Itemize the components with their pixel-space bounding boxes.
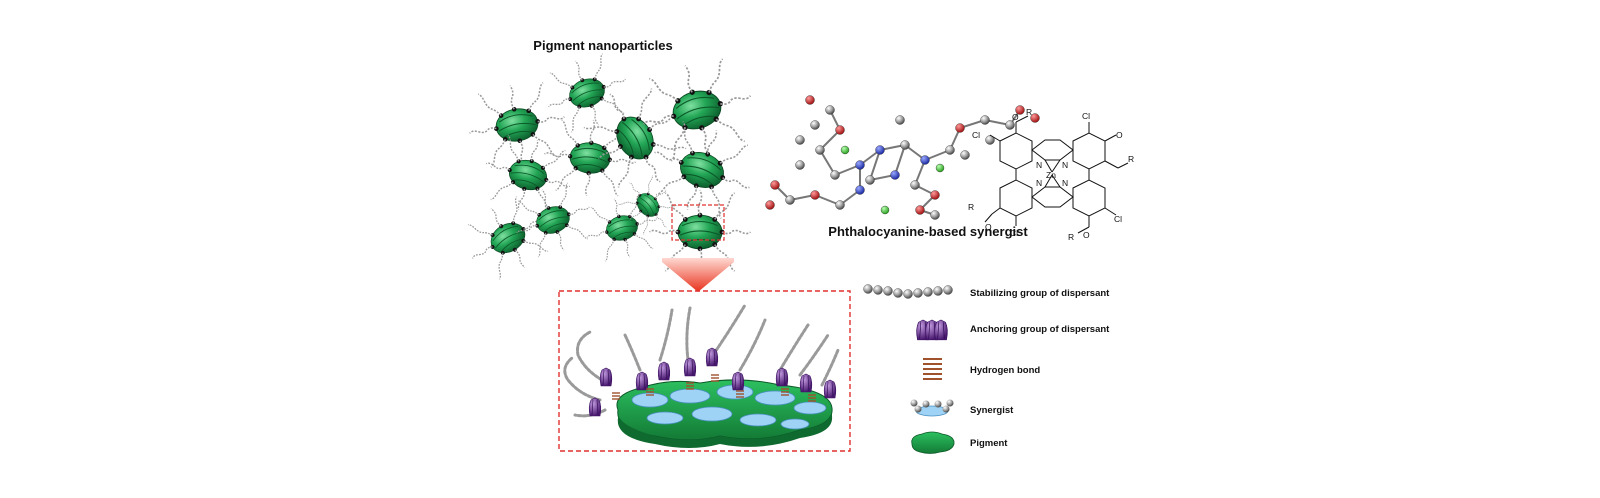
svg-text:Cl: Cl xyxy=(972,130,980,140)
legend: Stabilizing group of dispersant Anchorin… xyxy=(863,284,1110,454)
synergist-molecules xyxy=(631,384,827,430)
nanoparticle-cluster xyxy=(455,46,765,289)
svg-text:R: R xyxy=(1026,107,1032,117)
structure-atom-labels: Cl O R Cl O R R O Cl Cl O R N N N N Zn xyxy=(968,107,1134,242)
svg-text:R: R xyxy=(1128,154,1134,164)
svg-text:Cl: Cl xyxy=(1082,111,1090,121)
legend-item-anchoring: Anchoring group of dispersant xyxy=(916,319,1110,341)
svg-text:R: R xyxy=(1068,232,1074,242)
phthalocyanine-structure xyxy=(984,115,1129,234)
svg-text:O: O xyxy=(1116,130,1123,140)
nanoparticles-title: Pigment nanoparticles xyxy=(533,38,672,53)
anchoring-group-swatch xyxy=(916,319,948,341)
pigment-swatch xyxy=(911,431,955,454)
legend-item-synergist: Synergist xyxy=(910,399,1014,417)
synergist-title: Phthalocyanine-based synergist xyxy=(828,224,1028,239)
legend-label-synergist: Synergist xyxy=(970,405,1014,416)
zoomed-interface-box xyxy=(558,290,851,452)
stabilizing-chain-swatch xyxy=(863,284,953,299)
hydrogen-bond-swatch xyxy=(923,358,942,380)
zoom-selection-box xyxy=(671,204,725,241)
zoom-arrow xyxy=(662,258,734,292)
legend-label-stabilizing: Stabilizing group of dispersant xyxy=(970,288,1110,299)
zoomed-interface-scene xyxy=(563,303,840,448)
svg-text:O: O xyxy=(985,222,992,232)
svg-text:N: N xyxy=(1036,160,1042,170)
svg-text:Cl: Cl xyxy=(1114,214,1122,224)
svg-text:O: O xyxy=(1083,230,1090,240)
legend-label-pigment: Pigment xyxy=(970,438,1008,449)
pigment-nanoparticle xyxy=(462,76,572,174)
svg-text:N: N xyxy=(1062,160,1068,170)
synergist-swatch xyxy=(910,399,954,417)
legend-label-anchoring: Anchoring group of dispersant xyxy=(970,324,1110,335)
svg-text:R: R xyxy=(968,202,974,212)
pigment-nanoparticle xyxy=(476,128,580,222)
legend-item-pigment: Pigment xyxy=(911,431,1008,454)
svg-text:Zn: Zn xyxy=(1046,170,1056,180)
svg-text:N: N xyxy=(1062,178,1068,188)
stabilizing-chains xyxy=(563,303,840,418)
legend-label-hbond: Hydrogen bond xyxy=(970,365,1040,376)
legend-item-hbond: Hydrogen bond xyxy=(923,358,1040,380)
synergist-3d-model xyxy=(765,95,1040,220)
legend-item-stabilizing: Stabilizing group of dispersant xyxy=(863,284,1110,299)
svg-text:O: O xyxy=(1012,112,1019,122)
svg-text:Cl: Cl xyxy=(1010,228,1018,238)
svg-text:N: N xyxy=(1036,178,1042,188)
